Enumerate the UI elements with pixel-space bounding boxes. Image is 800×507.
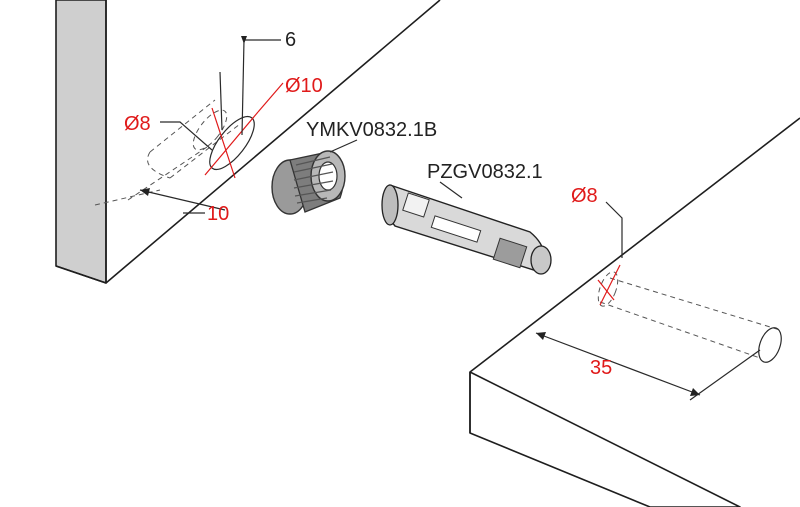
label-bore-large: Ø10: [285, 75, 323, 97]
label-dowel-part: PZGV0832.1: [427, 161, 543, 183]
dimension-d10: Ø10: [257, 75, 323, 113]
dowel-connector: PZGV0832.1: [381, 161, 552, 275]
dimension-10: 10: [139, 188, 229, 225]
dimension-6: 6: [219, 29, 296, 136]
lower-panel-top: [470, 118, 800, 507]
dimension-35: 35: [535, 332, 761, 401]
label-housing-part: YMKV0832.1B: [306, 119, 437, 141]
label-bore-small-left: Ø8: [124, 113, 151, 135]
label-thickness: 6: [285, 29, 296, 51]
dimension-d8-left: Ø8: [124, 113, 213, 151]
upper-bore: [192, 107, 259, 179]
label-edge-distance: 10: [207, 203, 229, 225]
dimension-d8-right: Ø8: [571, 185, 623, 258]
label-bore-small-right: Ø8: [571, 185, 598, 207]
bore-circle-outer: [209, 115, 255, 171]
housing-insert: YMKV0832.1B: [271, 119, 437, 215]
lower-panel: [469, 117, 800, 507]
label-bore-depth: 35: [590, 357, 612, 379]
